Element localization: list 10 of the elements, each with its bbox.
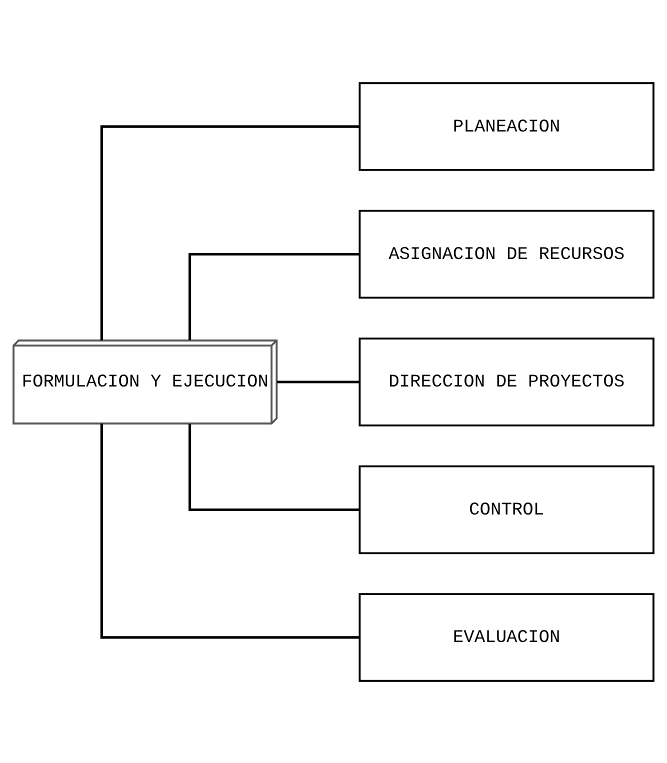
connector bbox=[100, 124, 360, 340]
node-box: PLANEACION bbox=[358, 82, 654, 170]
node-box: CONTROL bbox=[358, 464, 654, 554]
connector bbox=[277, 380, 360, 383]
connector bbox=[188, 252, 360, 340]
node-box: ASIGNACION DE RECURSOS bbox=[358, 209, 654, 298]
connector bbox=[100, 423, 360, 638]
node-box: EVALUACION bbox=[358, 592, 654, 682]
connector bbox=[188, 423, 360, 510]
node-box: DIRECCION DE PROYECTOS bbox=[358, 337, 654, 426]
